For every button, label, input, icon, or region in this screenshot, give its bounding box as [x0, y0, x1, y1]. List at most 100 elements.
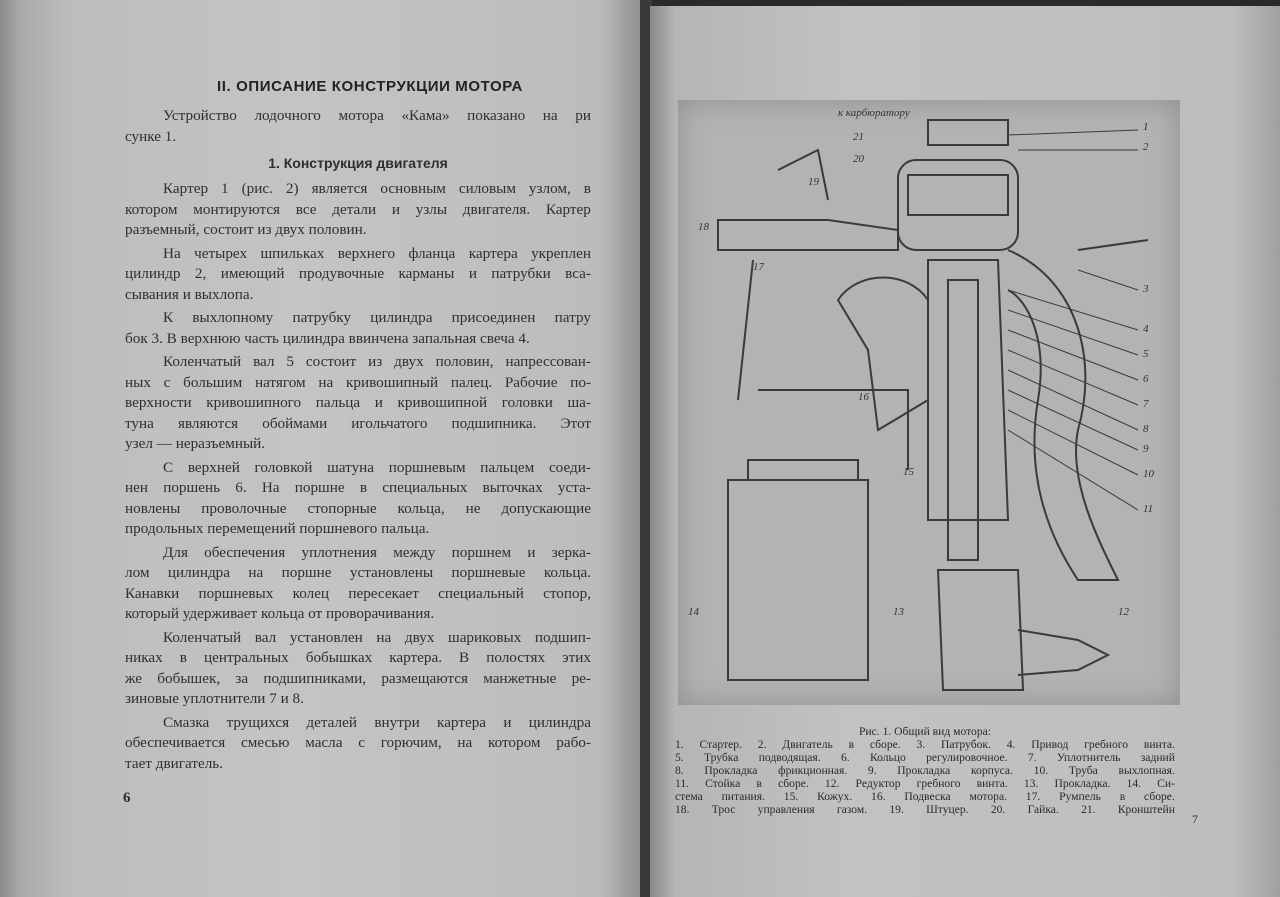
word: Прокладка.	[1054, 777, 1111, 790]
word: Прокладка	[704, 764, 758, 777]
word: управления	[757, 803, 815, 816]
word: стема	[675, 790, 703, 803]
word: винта.	[976, 777, 1008, 790]
word: поршневым	[388, 458, 466, 476]
word: же	[125, 669, 143, 687]
word: новлены	[125, 499, 181, 517]
word: специальных	[382, 479, 468, 496]
word: на	[457, 734, 473, 751]
word: головки	[501, 394, 553, 411]
text-line: разъемный, состоит из двух половин.	[125, 221, 367, 238]
word: зерка-	[551, 543, 591, 561]
word: патрубки	[491, 265, 551, 282]
word: сборе.	[777, 777, 809, 790]
word: Кожух.	[817, 790, 853, 803]
word: Уплотнитель	[1056, 751, 1121, 764]
word: корпуса.	[971, 764, 1013, 777]
word: горючим,	[380, 734, 442, 751]
word: смесью	[240, 734, 290, 751]
word: ных	[125, 373, 151, 391]
word: 15.	[783, 790, 799, 803]
word: натягом	[254, 373, 306, 391]
word: бобышках	[305, 649, 373, 666]
word: подшипниками,	[263, 669, 367, 687]
word: размещаются	[381, 669, 468, 687]
word: выхлопная.	[1118, 764, 1175, 777]
word: На	[261, 479, 280, 496]
exhaust-pipe	[1007, 249, 1120, 581]
word: газом.	[836, 803, 868, 816]
word: является	[311, 180, 368, 197]
page-number-right: 7	[1192, 812, 1198, 826]
word: узлы	[415, 200, 448, 218]
word: Кронштейн	[1117, 803, 1175, 816]
word: шатуна	[327, 458, 375, 476]
word: Труба	[1068, 764, 1098, 777]
word: кривошипного	[206, 394, 302, 411]
word: цилиндра	[167, 564, 231, 581]
text-line: сунке 1.	[125, 127, 177, 145]
word: деталей	[306, 713, 358, 731]
figure-label: 18	[698, 221, 710, 233]
word: Редуктор	[855, 777, 901, 790]
word: гребного	[916, 777, 961, 790]
word: ри	[575, 107, 591, 124]
word: масла	[305, 734, 343, 751]
word: 18.	[675, 803, 690, 816]
word: лом	[125, 564, 150, 581]
chapter-title: II. ОПИСАНИЕ КОНСТРУКЦИИ МОТОРА	[217, 78, 523, 95]
word: колец	[292, 584, 330, 602]
caption-title: Рис. 1. Общий вид мотора:	[858, 725, 992, 738]
word: напрессован-	[505, 353, 591, 370]
word: 17.	[1025, 790, 1041, 803]
word: Коленчатый	[163, 628, 242, 646]
word: половин,	[435, 353, 494, 370]
stand	[927, 259, 1010, 521]
word: имеющий	[220, 265, 285, 282]
word: обоймами	[262, 414, 328, 432]
figure-label: 16	[858, 391, 870, 403]
word: подшип-	[534, 628, 591, 646]
word: выхлопному	[192, 309, 274, 326]
word: узлом,	[528, 180, 571, 197]
figure-label: 4	[1143, 323, 1149, 335]
word: 1.	[675, 738, 684, 751]
word: бобышек,	[157, 669, 221, 687]
word: 13.	[1023, 777, 1039, 790]
word: 3.	[916, 738, 926, 751]
word: 10.	[1033, 764, 1049, 777]
throttle-cable	[737, 259, 754, 401]
figure-label: 20	[853, 153, 865, 165]
text-line: тает двигатель.	[125, 754, 224, 772]
figure-label: 8	[1143, 423, 1149, 435]
word: двух	[394, 353, 424, 370]
word: продувочные	[298, 265, 385, 282]
word: 11.	[675, 777, 690, 790]
word: Коленчатый	[163, 353, 242, 370]
word: являются	[177, 414, 239, 432]
tank-cap	[747, 459, 859, 481]
word: Гайка.	[1027, 803, 1059, 816]
tiller	[717, 219, 899, 251]
word: в	[756, 777, 762, 790]
word: на	[376, 628, 392, 646]
word: картера	[437, 713, 487, 731]
word: детали	[332, 200, 377, 218]
word: 2)	[285, 180, 299, 197]
word: В	[459, 649, 470, 666]
word: вал	[254, 628, 277, 646]
